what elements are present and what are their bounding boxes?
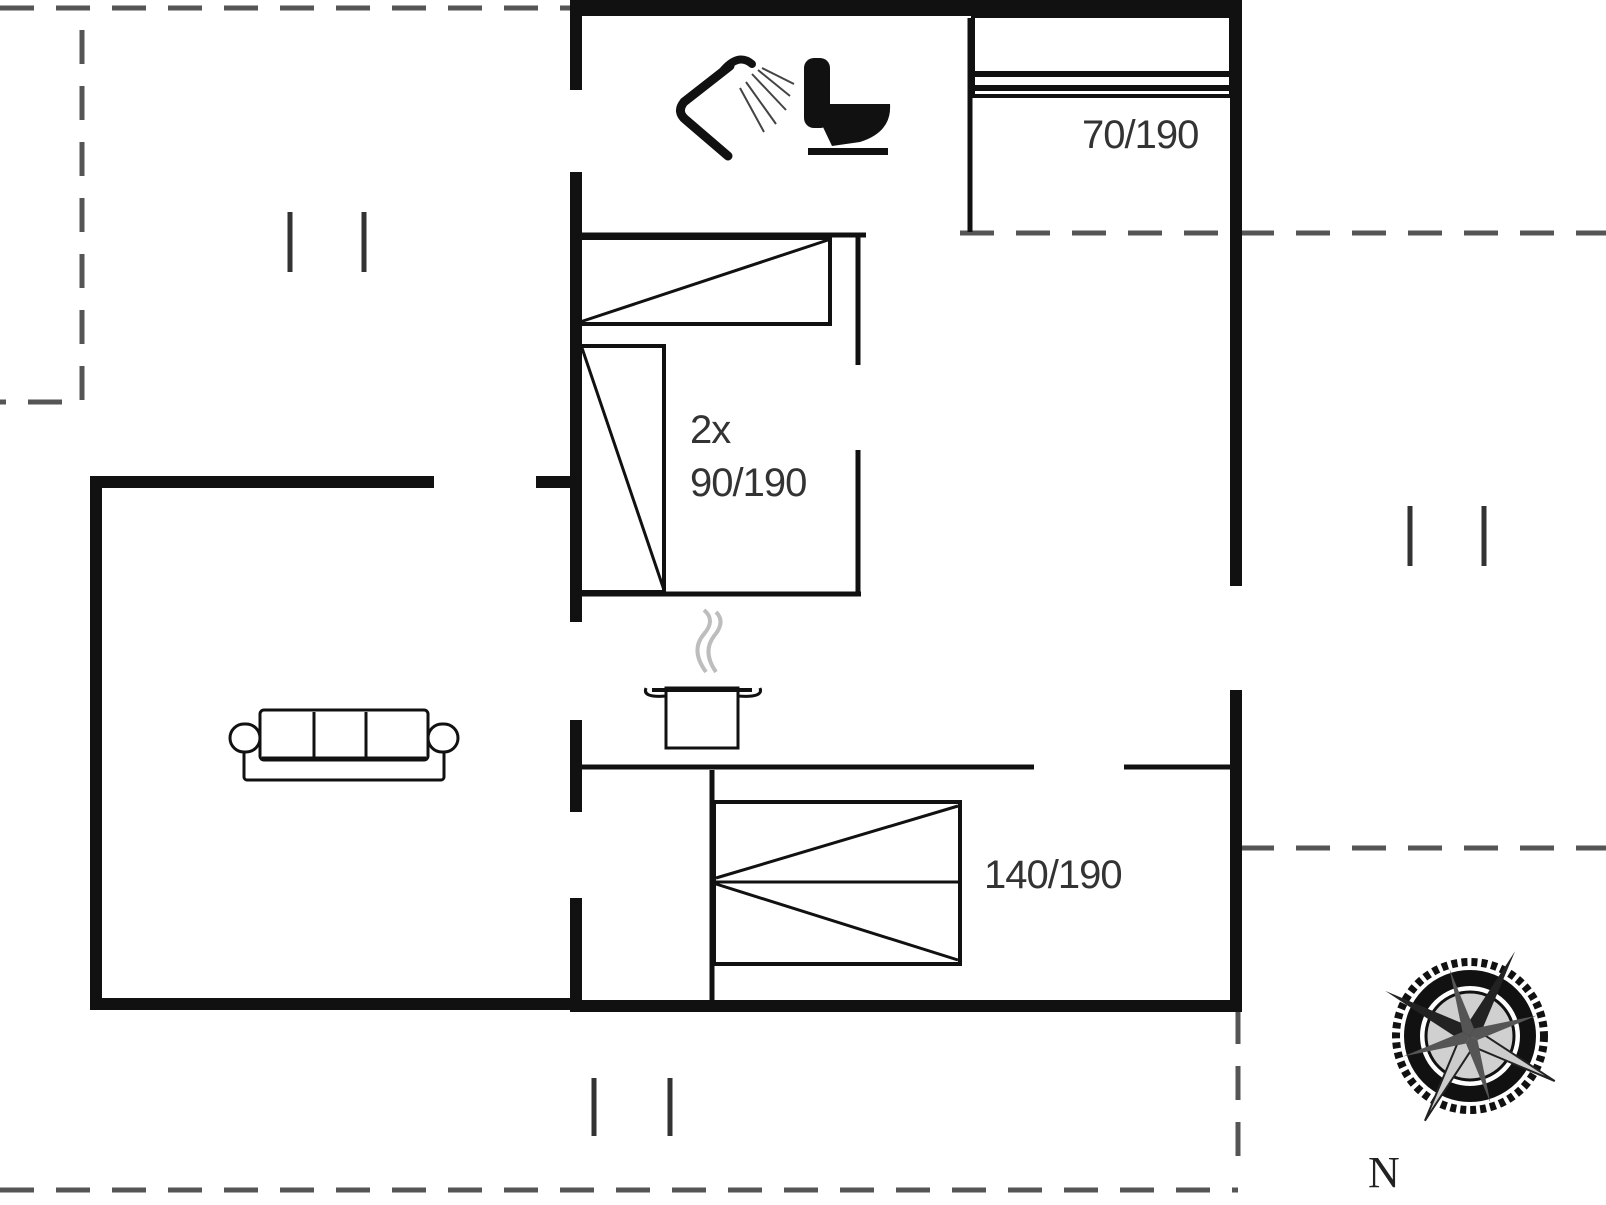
cooking-pot-icon [643, 608, 762, 750]
bunk-bed-lower-cover [580, 347, 666, 591]
double-bed: 140/190 [712, 800, 1123, 966]
exterior-walls [90, 0, 1242, 1012]
terrace-left-edge [0, 30, 85, 405]
terrace-outlines [0, 5, 1606, 1193]
compass-rose-icon [1385, 951, 1556, 1122]
bunk-beds: 2x 90/190 [578, 236, 832, 594]
bunk-bed-size-label: 90/190 [690, 461, 806, 505]
wall-living-room [90, 476, 576, 1010]
bunk-bed-lower [578, 344, 666, 594]
double-bed-size-label: 140/190 [984, 853, 1122, 897]
single-bed-frame [971, 14, 1233, 98]
double-bed-cover [715, 882, 959, 962]
bunk-bed-upper [578, 236, 832, 326]
interior-walls [578, 18, 1232, 1002]
bunk-bed-upper-cover [579, 238, 829, 324]
bunk-bed-count-label: 2x [690, 408, 731, 452]
north-label: N [1368, 1148, 1400, 1197]
single-bed: 70/190 [971, 14, 1233, 157]
toilet-icon [804, 58, 891, 155]
shower-icon [676, 55, 795, 161]
terrace-marks [287, 212, 1487, 1136]
single-bed-size-label: 70/190 [1082, 113, 1198, 157]
double-bed-cover [715, 804, 959, 880]
sofa-icon [228, 708, 460, 782]
